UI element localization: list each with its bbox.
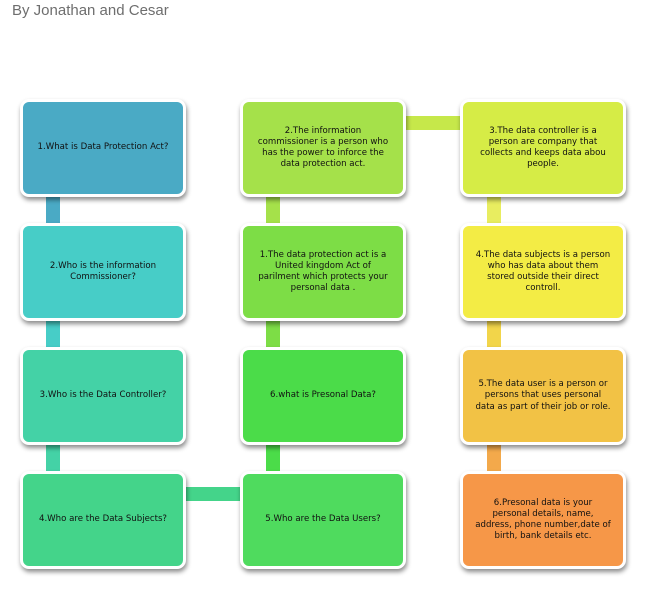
- connector: [185, 487, 241, 501]
- connector: [487, 443, 501, 473]
- connector: [266, 195, 280, 225]
- connector: [487, 319, 501, 349]
- box-who-are-users: 5.Who are the Data Users?: [240, 471, 406, 569]
- connector: [487, 195, 501, 225]
- box-personal-data-answer: 6.Presonal data is your personal details…: [460, 471, 626, 569]
- box-what-is-dpa: 1.What is Data Protection Act?: [20, 99, 186, 197]
- connector: [266, 319, 280, 349]
- box-subjects-answer: 4.The data subjects is a person who has …: [460, 223, 626, 321]
- box-dpa-answer: 1.The data protection act is a United ki…: [240, 223, 406, 321]
- connector: [405, 116, 461, 130]
- box-who-is-commissioner: 2.Who is the information Commissioner?: [20, 223, 186, 321]
- box-who-is-controller: 3.Who is the Data Controller?: [20, 347, 186, 445]
- box-who-are-subjects: 4.Who are the Data Subjects?: [20, 471, 186, 569]
- box-commissioner-answer: 2.The information commissioner is a pers…: [240, 99, 406, 197]
- box-users-answer: 5.The data user is a person or persons t…: [460, 347, 626, 445]
- box-what-is-personal-data: 6.what is Presonal Data?: [240, 347, 406, 445]
- byline: By Jonathan and Cesar: [12, 2, 169, 19]
- connector: [46, 443, 60, 473]
- connector: [46, 319, 60, 349]
- connector: [46, 195, 60, 225]
- box-controller-answer: 3.The data controller is a person are co…: [460, 99, 626, 197]
- connector: [266, 443, 280, 473]
